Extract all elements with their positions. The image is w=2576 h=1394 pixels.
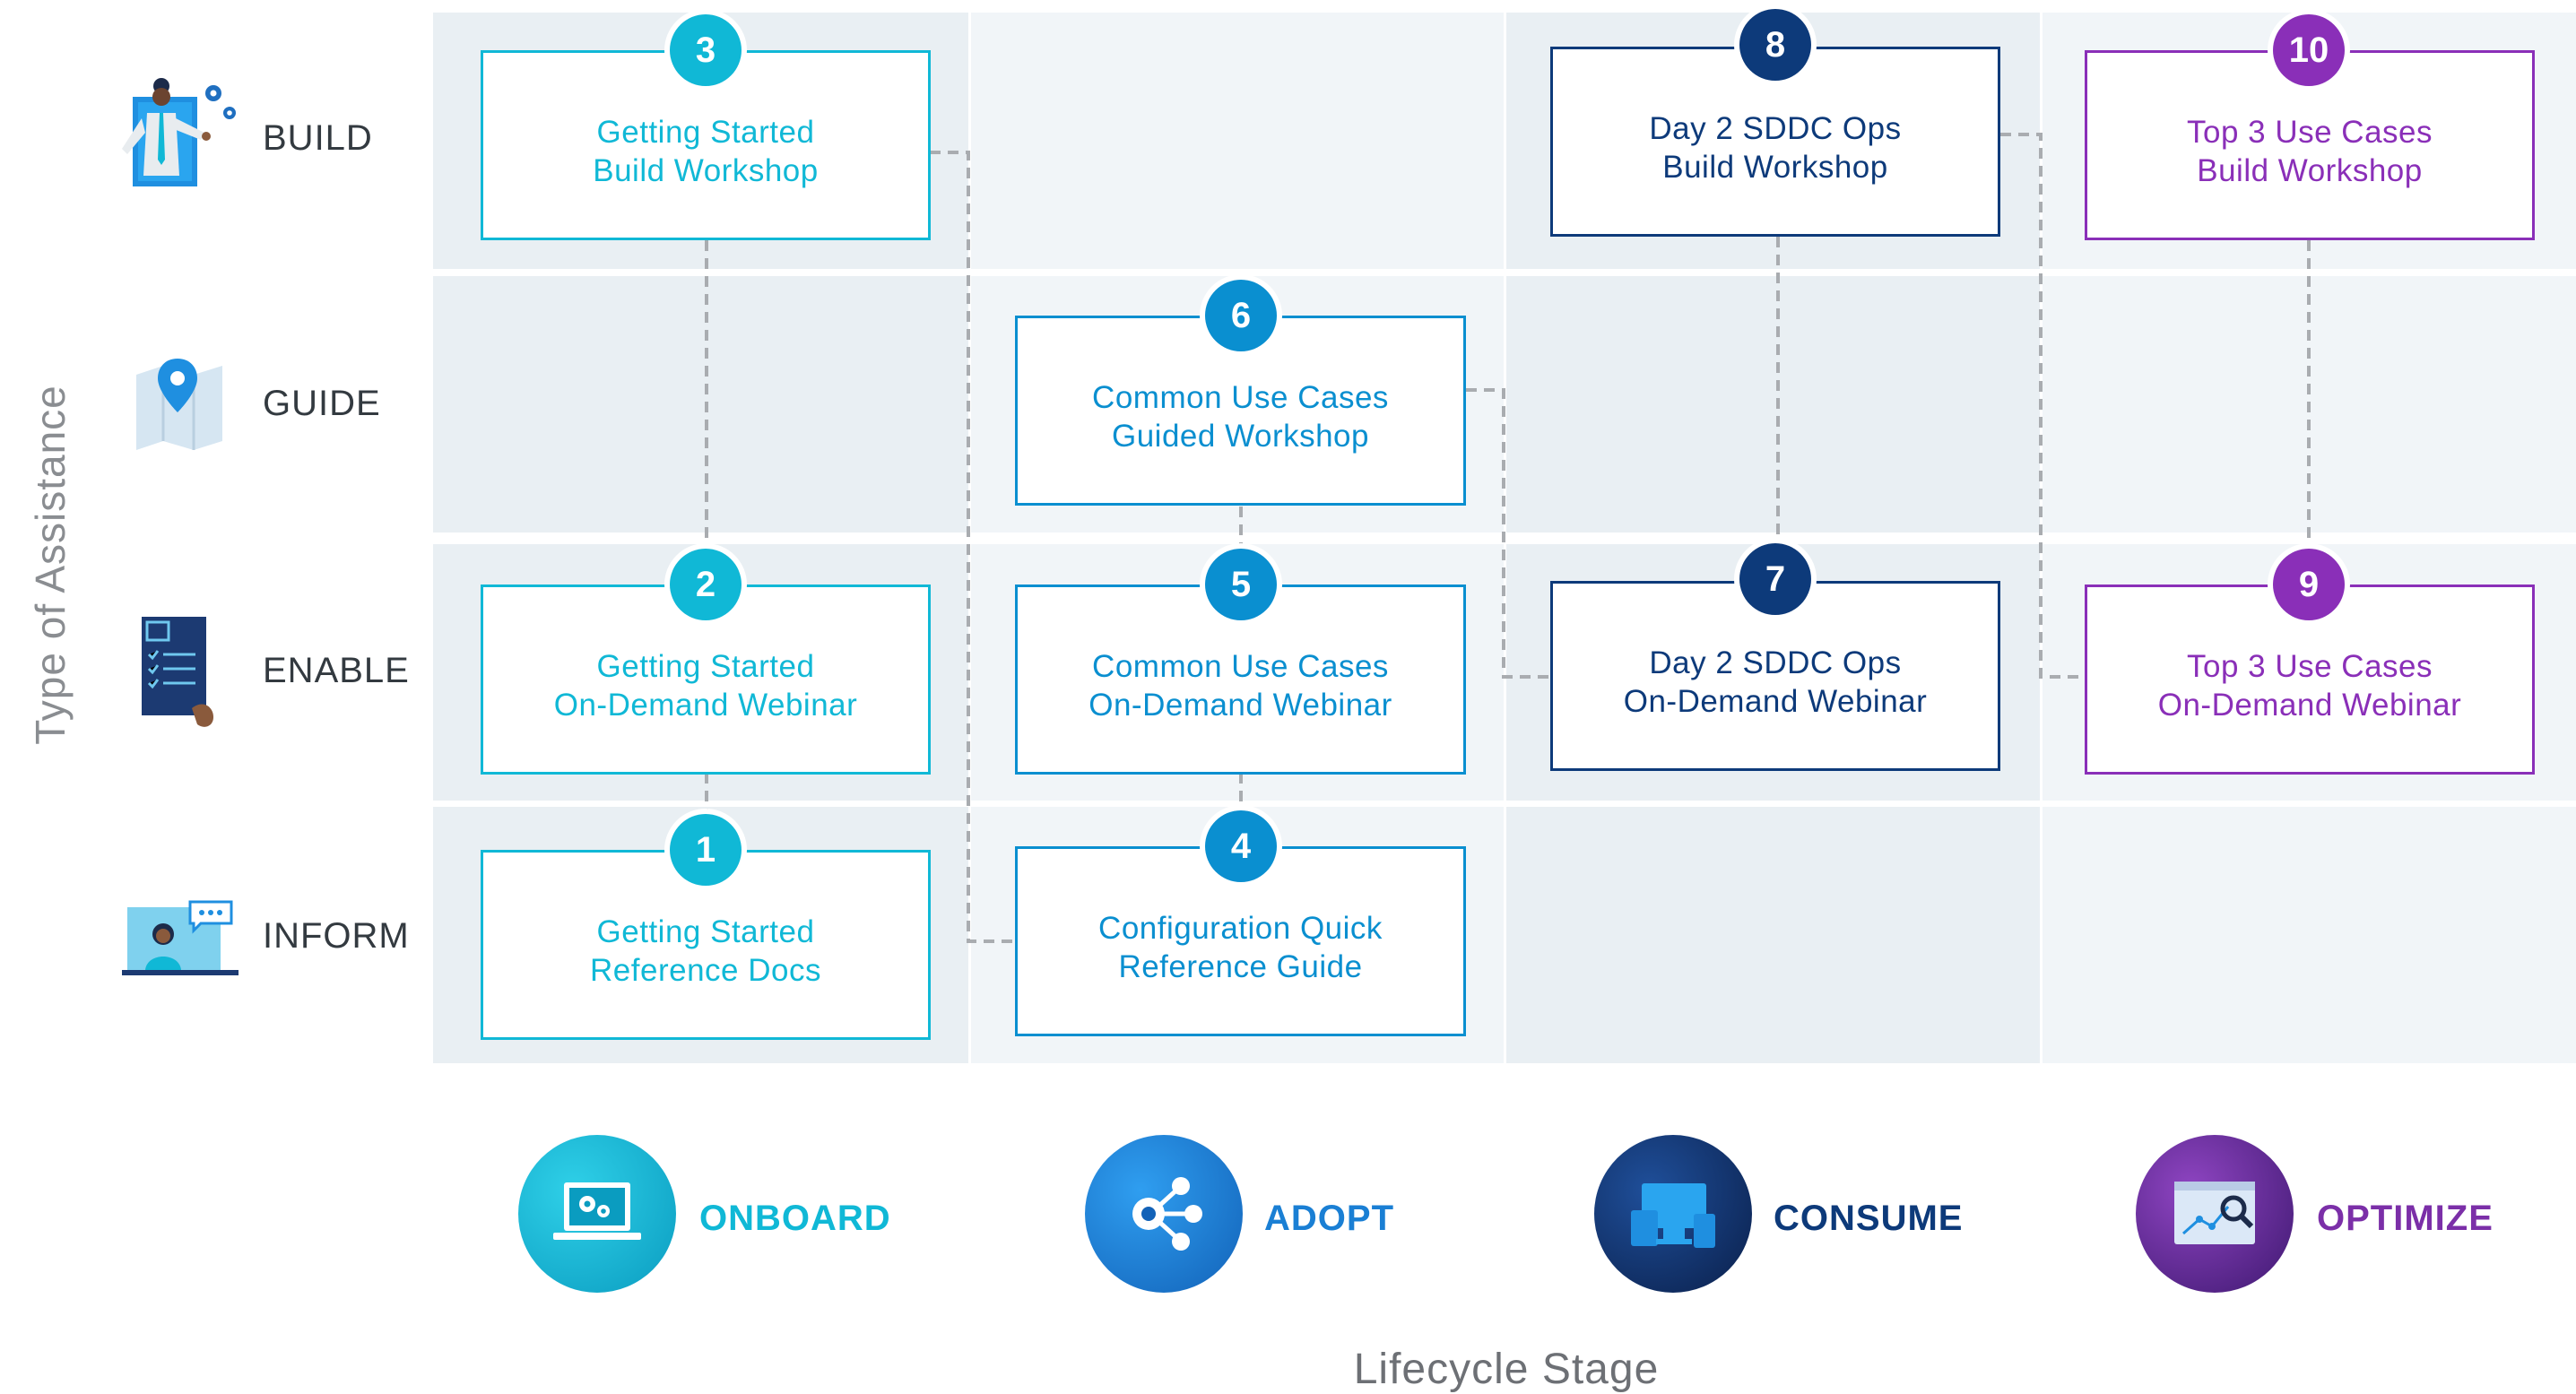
connector-3-4 xyxy=(930,151,1015,943)
card-6-text: Common Use Cases Guided Workshop xyxy=(1092,380,1389,454)
y-axis-label-text: Type of Assistance xyxy=(27,385,74,745)
card-8-number-badge: 8 xyxy=(1739,9,1811,81)
consume-stage-icon xyxy=(1594,1135,1752,1293)
row-label-enable: ENABLE xyxy=(263,651,410,690)
card-2-text: Getting Started On-Demand Webinar xyxy=(553,649,858,723)
presenter-gears-icon xyxy=(115,77,246,208)
chart-magnifier-icon xyxy=(2174,1182,2255,1244)
card-4-text: Configuration Quick Reference Guide xyxy=(1098,911,1383,984)
card-3-number-badge: 3 xyxy=(670,14,742,86)
stage-label-onboard: ONBOARD xyxy=(699,1199,891,1238)
card-7-text: Day 2 SDDC Ops On-Demand Webinar xyxy=(1623,645,1928,719)
checklist-document-icon xyxy=(138,610,219,735)
card-6-number-badge: 6 xyxy=(1205,280,1277,351)
map-pin-icon xyxy=(133,355,226,454)
optimize-stage-icon xyxy=(2136,1135,2294,1293)
row-label-build: BUILD xyxy=(263,118,373,158)
person-chat-laptop-icon xyxy=(122,896,239,979)
card-common-use-cases-guided-workshop[interactable]: Common Use Cases Guided Workshop xyxy=(1015,316,1466,506)
card-9-text: Top 3 Use Cases On-Demand Webinar xyxy=(2157,649,2462,723)
card-5-number-badge: 5 xyxy=(1205,549,1277,620)
onboard-stage-icon xyxy=(518,1135,676,1293)
card-3-text: Getting Started Build Workshop xyxy=(593,115,819,188)
band-adopt-build xyxy=(971,13,1504,269)
row-label-guide: GUIDE xyxy=(263,384,381,423)
band-consume-guide xyxy=(1506,276,2040,532)
band-onboard-guide xyxy=(433,276,968,532)
card-10-text: Top 3 Use Cases Build Workshop xyxy=(2186,115,2433,188)
card-9-number-badge: 9 xyxy=(2273,549,2345,620)
card-getting-started-webinar[interactable]: Getting Started On-Demand Webinar xyxy=(481,584,931,775)
connector-8-9 xyxy=(2000,133,2085,679)
card-4-number-badge: 4 xyxy=(1205,810,1277,882)
network-share-icon xyxy=(1132,1177,1202,1251)
band-optimize-inform xyxy=(2043,807,2576,1063)
card-1-number-badge: 1 xyxy=(670,814,742,886)
band-consume-inform xyxy=(1506,807,2040,1063)
laptop-gears-icon xyxy=(553,1182,641,1240)
card-7-number-badge: 7 xyxy=(1739,543,1811,615)
row-label-inform: INFORM xyxy=(263,916,410,956)
adopt-stage-icon xyxy=(1085,1135,1243,1293)
stage-label-optimize: OPTIMIZE xyxy=(2317,1199,2494,1238)
connector-6-7 xyxy=(1466,388,1550,679)
card-1-text: Getting Started Reference Docs xyxy=(590,914,821,988)
x-axis-label: Lifecycle Stage xyxy=(1353,1346,1660,1393)
devices-icon xyxy=(1631,1183,1715,1248)
card-5-text: Common Use Cases On-Demand Webinar xyxy=(1089,649,1392,723)
card-10-number-badge: 10 xyxy=(2273,14,2345,86)
stage-label-consume: CONSUME xyxy=(1774,1199,1964,1238)
card-2-number-badge: 2 xyxy=(670,549,742,620)
stage-label-adopt: ADOPT xyxy=(1264,1199,1394,1238)
card-8-text: Day 2 SDDC Ops Build Workshop xyxy=(1649,111,1902,185)
